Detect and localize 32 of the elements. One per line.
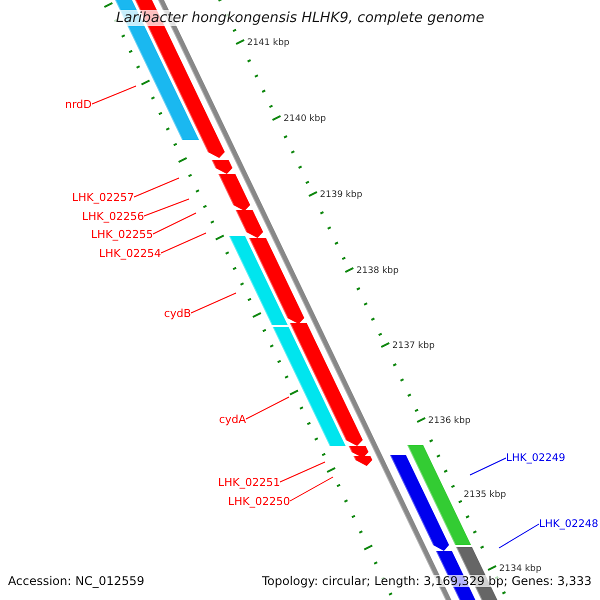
tick-label: 2140 kbp [284,115,326,124]
gene-label: LHK_02251 [218,476,280,488]
gene-label: LHK_02257 [72,192,134,202]
tick-label: 2138 kbp [356,267,399,276]
gene-label: LHK_02250 [228,496,290,506]
gene-label: LHK_02249 [506,452,566,463]
gene-label: LHK_02255 [91,228,154,240]
tick-label: 2134 kbp [499,565,542,574]
leader-line [280,462,326,482]
tick-label: 2136 kbp [428,417,471,426]
leader-line [470,458,506,476]
leader-line [134,178,180,198]
leader-line [144,198,190,216]
gene-label: cydB [164,308,192,318]
leader-line [160,232,206,254]
gene-label: LHK_02256 [82,210,144,222]
leader-line [246,396,290,420]
tick-label: 2137 kbp [392,342,435,351]
genome-summary-text: Topology: circular; Length: 3,169,329 bp; Genes: 3,333 [262,575,592,587]
gene-label: cydA [219,414,246,424]
gene-label: LHK_02254 [99,248,162,258]
tick-label: 2141 kbp [247,39,290,48]
leader-line [92,86,136,104]
leader-line [152,212,196,234]
leader-line [498,524,540,548]
gene-label: nrdD [65,98,92,110]
leader-line [290,476,334,502]
accession-text: Accession: NC_012559 [8,575,144,587]
tick-label: 2135 kbp [464,491,506,500]
leader-line [190,292,236,314]
gene-label: LHK_02248 [539,518,598,529]
tick-label: 2139 kbp [320,191,362,200]
